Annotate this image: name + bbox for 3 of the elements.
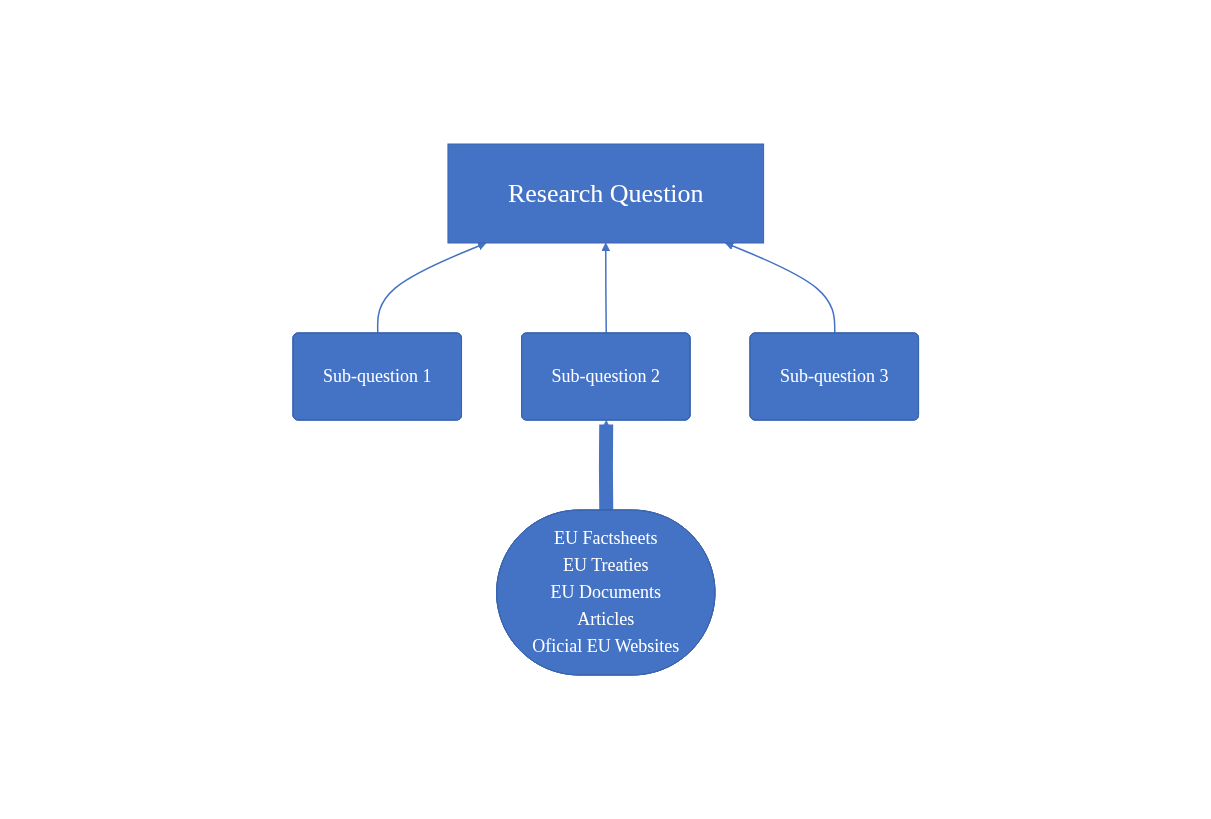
- arrow: [601, 242, 610, 335]
- arrow: [598, 420, 613, 511]
- node-box: Research Question: [447, 143, 764, 244]
